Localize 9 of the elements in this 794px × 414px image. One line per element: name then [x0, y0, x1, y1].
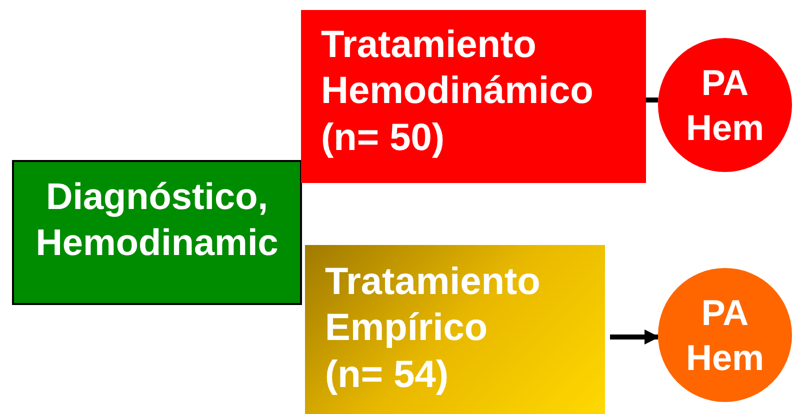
node-label: PA Hem: [684, 291, 766, 380]
node-label: Tratamiento Hemodinámico (n= 50): [321, 23, 594, 161]
process-box: [305, 245, 605, 414]
process-box: [12, 160, 302, 305]
node-label: Diagnóstico, Hemodinamic: [34, 175, 280, 266]
arrow: [610, 330, 660, 344]
node-label: Tratamiento Empírico (n= 54): [325, 260, 542, 398]
node-label: PA Hem: [684, 61, 766, 150]
process-box: [301, 10, 646, 183]
